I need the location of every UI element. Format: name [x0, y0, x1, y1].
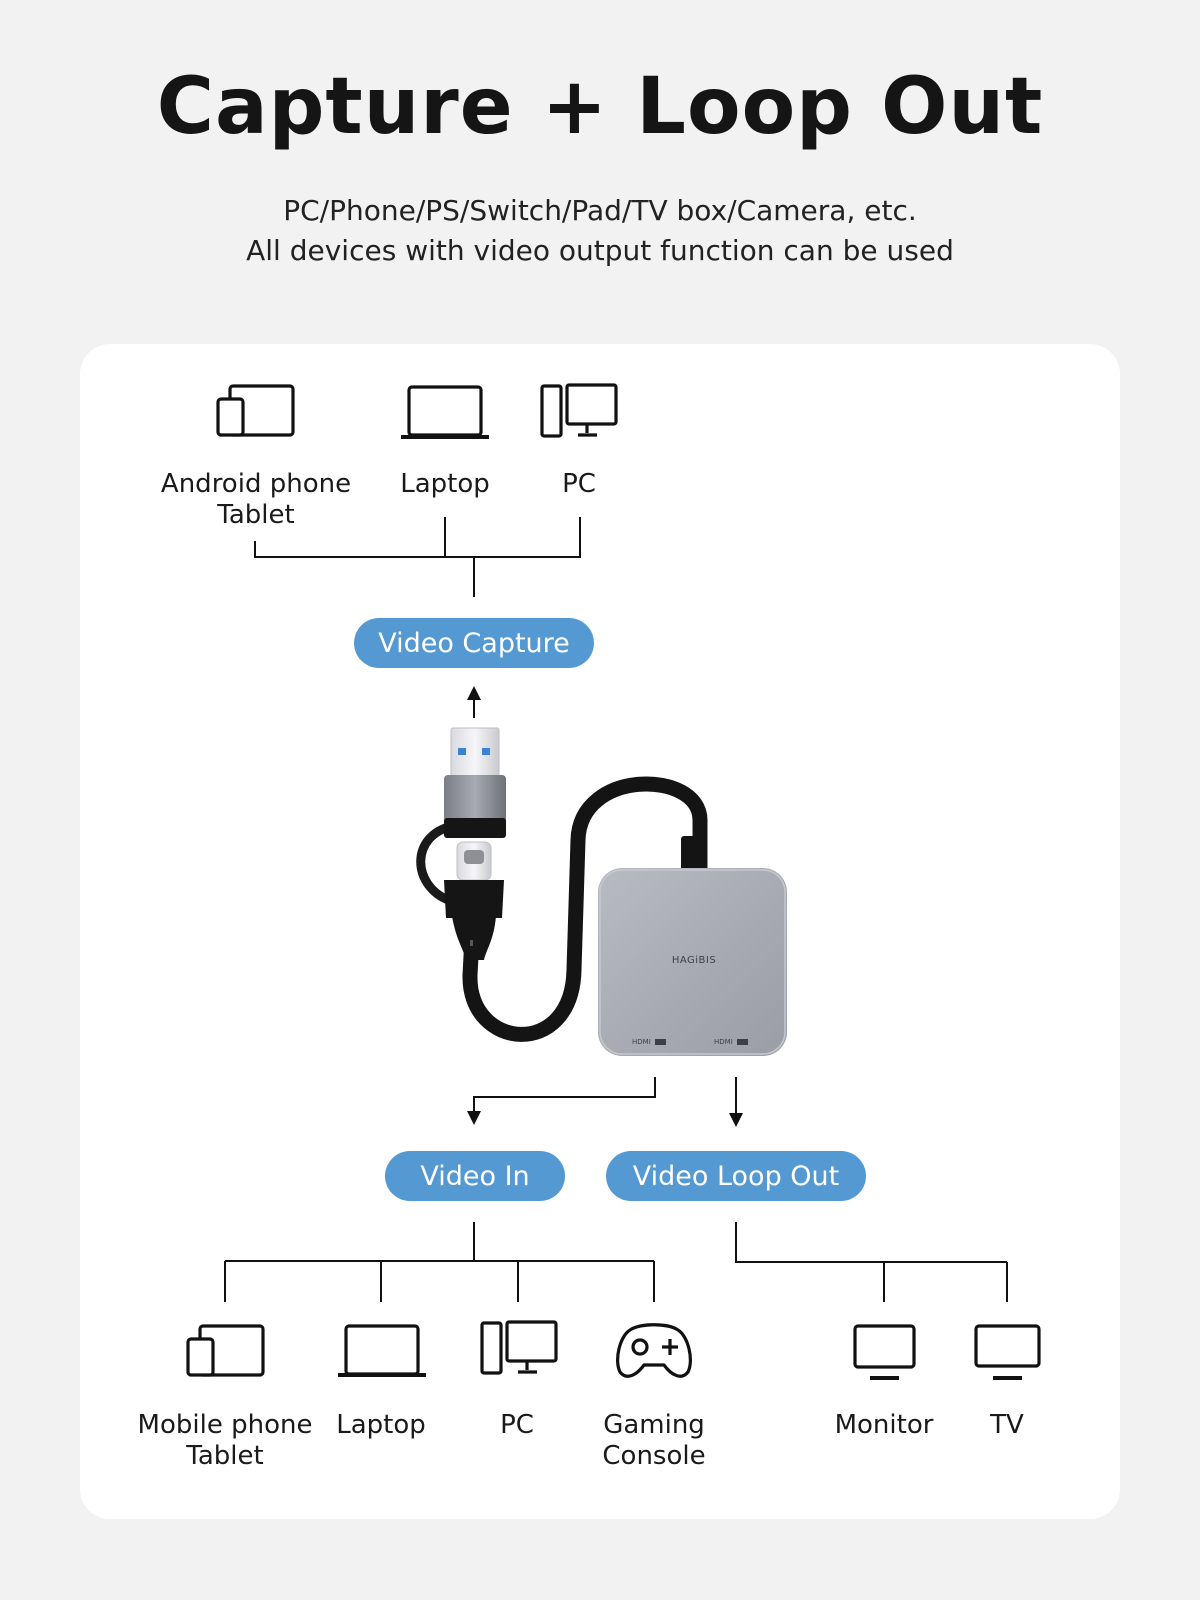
video-in-label-gaming: Gaming Console	[602, 1410, 706, 1471]
device-port-left: HDMI	[632, 1038, 651, 1046]
output-connectors	[467, 1077, 743, 1127]
tv-icon	[974, 1324, 1041, 1380]
device-brand: HAGiBIS	[672, 955, 716, 966]
loop-out-label-monitor: Monitor	[834, 1410, 934, 1440]
video-in-label-laptop: Laptop	[336, 1410, 426, 1440]
video-in-pill: Video In	[385, 1151, 565, 1201]
capture-source-label-laptop: Laptop	[400, 469, 490, 499]
monitor-icon	[853, 1324, 916, 1380]
laptop-icon	[338, 1324, 426, 1377]
bottom-connectors	[224, 1222, 1008, 1302]
subtitle-line-2: All devices with video output function c…	[246, 234, 954, 267]
video-in-label-pc: PC	[500, 1410, 534, 1440]
loop-out-label-tv: TV	[990, 1410, 1024, 1440]
capture-source-label-phone: Android phone Tablet	[160, 469, 352, 530]
device-port-right: HDMI	[714, 1038, 733, 1046]
phone-tablet-icon	[186, 1324, 265, 1377]
capture-card-device: HAGiBIS HDMI HDMI	[416, 727, 787, 1056]
pc-icon	[540, 383, 618, 438]
device-cable	[462, 776, 708, 1042]
capture-connectors	[254, 517, 581, 597]
laptop-icon	[401, 385, 489, 439]
page-title: Capture + Loop Out	[156, 62, 1044, 152]
video-loop-out-pill: Video Loop Out	[606, 1151, 866, 1201]
video-capture-pill: Video Capture	[354, 618, 594, 668]
phone-tablet-icon	[216, 384, 295, 437]
video-in-label-phone: Mobile phone Tablet	[137, 1410, 313, 1471]
subtitle-line-1: PC/Phone/PS/Switch/Pad/TV box/Camera, et…	[283, 194, 917, 227]
capture-source-label-pc: PC	[562, 469, 596, 499]
pc-icon	[480, 1320, 558, 1375]
gamepad-icon	[616, 1323, 692, 1378]
